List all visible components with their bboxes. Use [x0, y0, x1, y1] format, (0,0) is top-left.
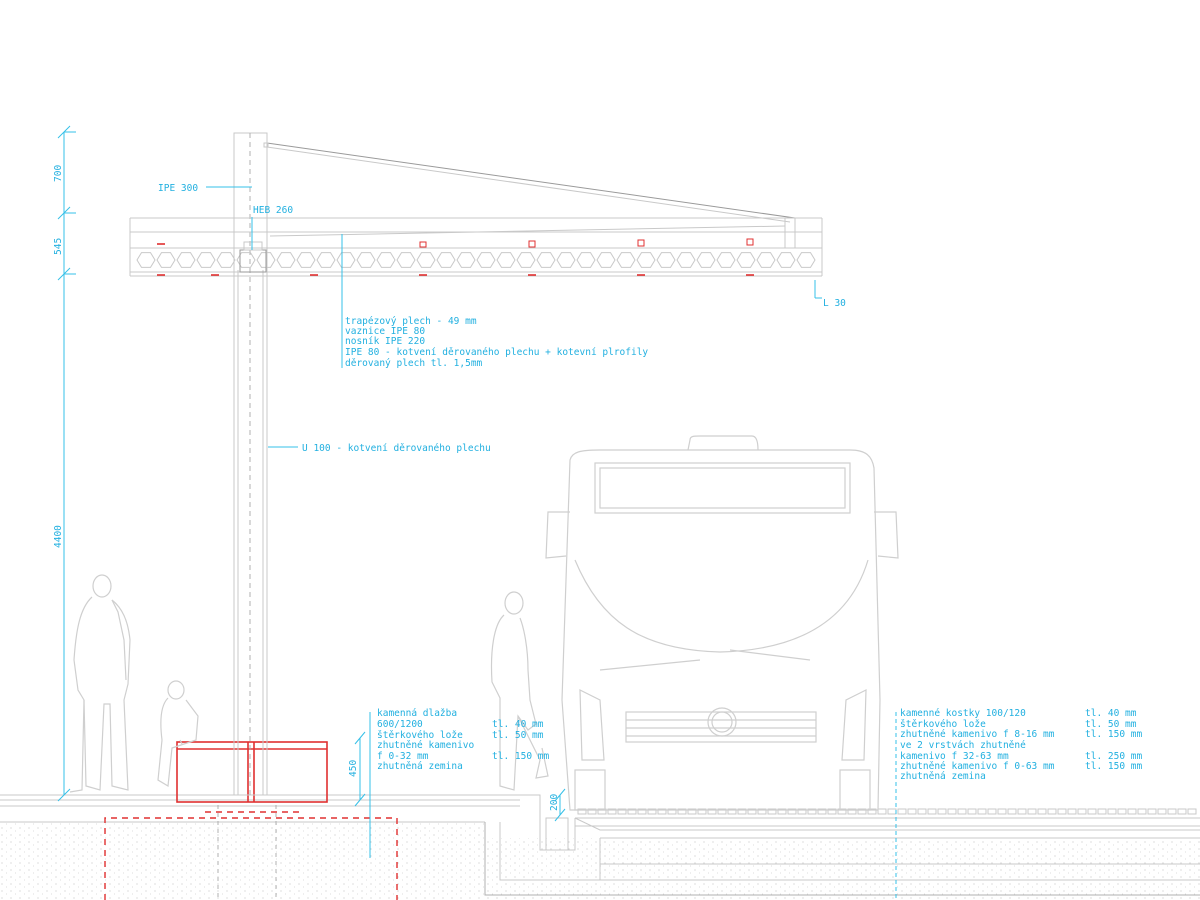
dim-450: 450 [348, 760, 359, 777]
perforation-hex [396, 252, 416, 268]
road-layer-thickness: tl. 40 mm [1085, 708, 1137, 719]
perforation-hex [736, 252, 756, 268]
perforation-hex [236, 252, 256, 268]
perforation-hex [776, 252, 796, 268]
road-layers-note: kamenné kostky 100/120 tl. 40 mm štěrkov… [900, 708, 1142, 782]
road-layer-name: zhutněná zemina [900, 771, 986, 782]
perforation-hex [596, 252, 616, 268]
perforation-hex [256, 252, 276, 268]
bus [545, 435, 899, 811]
road-layer-thickness: tl. 50 mm [1085, 719, 1137, 730]
label-ipe300: IPE 300 [158, 183, 198, 194]
platform-layer-name: zhutněná zemina [377, 761, 463, 772]
perforation-hex [796, 252, 816, 268]
roof-structure [129, 142, 823, 277]
perforation-hex [216, 252, 236, 268]
perforation-hex [576, 252, 596, 268]
perforation-hex [356, 252, 376, 268]
perforation-hex [376, 252, 396, 268]
platform-layer-thickness: tl. 150 mm [492, 751, 549, 762]
roof-layer-3: IPE 80 - kotvení děrovaného plechu + kot… [345, 347, 648, 358]
road-layer-thickness: tl. 250 mm [1085, 751, 1142, 762]
perforation-hex [476, 252, 496, 268]
platform-layer-thickness: tl. 50 mm [492, 730, 544, 741]
steel-column [233, 132, 268, 796]
dim-545: 545 [53, 238, 64, 255]
perforation-hex [496, 252, 516, 268]
roof-layers-note: trapézový plech - 49 mm vaznice IPE 80 n… [345, 316, 648, 369]
perforation-hex [316, 252, 336, 268]
person-sitting [157, 680, 199, 787]
platform-layer-thickness: tl. 40 mm [492, 719, 544, 730]
perforation-hex [296, 252, 316, 268]
dimension-bench [354, 731, 366, 807]
road-layer-name: ve 2 vrstvách zhutněné [900, 740, 1026, 751]
ground [0, 794, 1200, 900]
perforation-hex [616, 252, 636, 268]
perforation-hex [136, 252, 156, 268]
platform-layer-name: štěrkového lože [377, 730, 463, 741]
platform-layer-name: 600/1200 [377, 719, 423, 730]
perforation-hex [716, 252, 736, 268]
perforation-hex [636, 252, 656, 268]
label-heb260: HEB 260 [253, 205, 293, 216]
road-layer-thickness: tl. 150 mm [1085, 761, 1142, 772]
road-layer-name: štěrkového lože [900, 719, 986, 730]
perforation-hex [156, 252, 176, 268]
road-layer-name: zhutněné kamenivo f 8-16 mm [900, 729, 1055, 740]
perforation-hex [196, 252, 216, 268]
road-layer-name: kamenné kostky 100/120 [900, 708, 1026, 719]
perforation-hex [416, 252, 436, 268]
perforation-hex [176, 252, 196, 268]
road-layer-name: zhutněné kamenivo f 0-63 mm [900, 761, 1055, 772]
perforation-hex [456, 252, 476, 268]
roof-layer-0: trapézový plech - 49 mm [345, 316, 477, 327]
dim-200: 200 [549, 794, 560, 811]
leader-lines [206, 186, 897, 900]
perforation-hex [696, 252, 716, 268]
dimension-chain-left [57, 125, 76, 802]
dimension-curb [554, 788, 566, 822]
roof-layer-1: vaznice IPE 80 [345, 326, 425, 337]
perforation-hex [336, 252, 356, 268]
person-standing-left [69, 574, 131, 793]
person-standing-right [490, 591, 549, 791]
roof-layer-2: nosník IPE 220 [345, 336, 425, 347]
platform-layer-name: f 0-32 mm [377, 751, 429, 762]
road-layer-name: kamenivo f 32-63 mm [900, 751, 1009, 762]
bench-foundation-highlight [104, 741, 398, 900]
perforation-hex [536, 252, 556, 268]
perforation-hex [556, 252, 576, 268]
roof-layer-4: děrovaný plech tl. 1,5mm [345, 358, 483, 369]
road-layer-thickness: tl. 150 mm [1085, 729, 1142, 740]
platform-layer-name: zhutněné kamenivo [377, 740, 475, 751]
dim-4400: 4400 [53, 525, 64, 548]
dim-700: 700 [53, 165, 64, 182]
label-l30: L 30 [823, 298, 846, 309]
platform-layers-note: kamenná dlažba 600/1200 tl. 40 mm štěrko… [377, 708, 549, 772]
platform-layer-name: kamenná dlažba [377, 708, 457, 719]
perforation-hex [676, 252, 696, 268]
perforation-hex [436, 252, 456, 268]
perforation-hex [276, 252, 296, 268]
perforation-hex [756, 252, 776, 268]
perforation-hex [516, 252, 536, 268]
label-u100: U 100 - kotvení děrovaného plechu [302, 443, 491, 454]
perforation-hex [656, 252, 676, 268]
